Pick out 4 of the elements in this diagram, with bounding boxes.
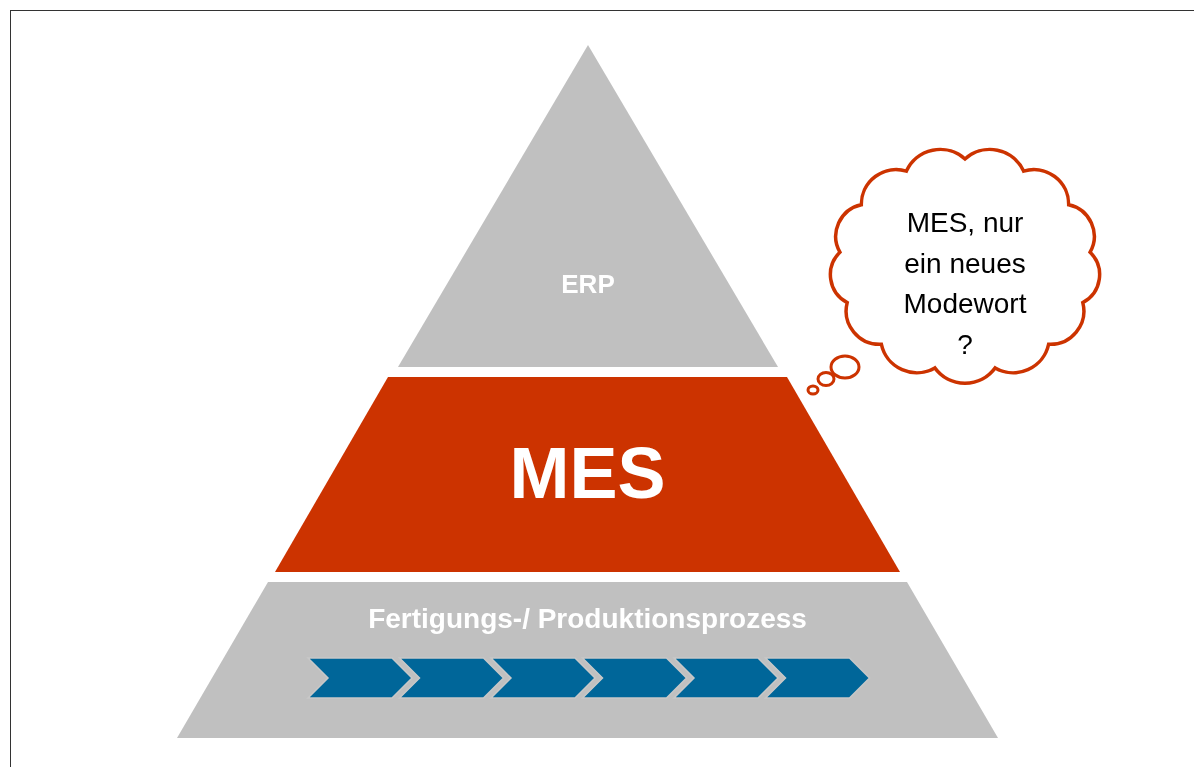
tier-label: ERP <box>561 270 615 300</box>
tier-label: MES <box>509 432 666 515</box>
tier-label: Fertigungs-/ Produktionsprozess <box>368 603 807 636</box>
tier-label: MES, nur ein neues Modewort ? <box>902 206 1028 362</box>
